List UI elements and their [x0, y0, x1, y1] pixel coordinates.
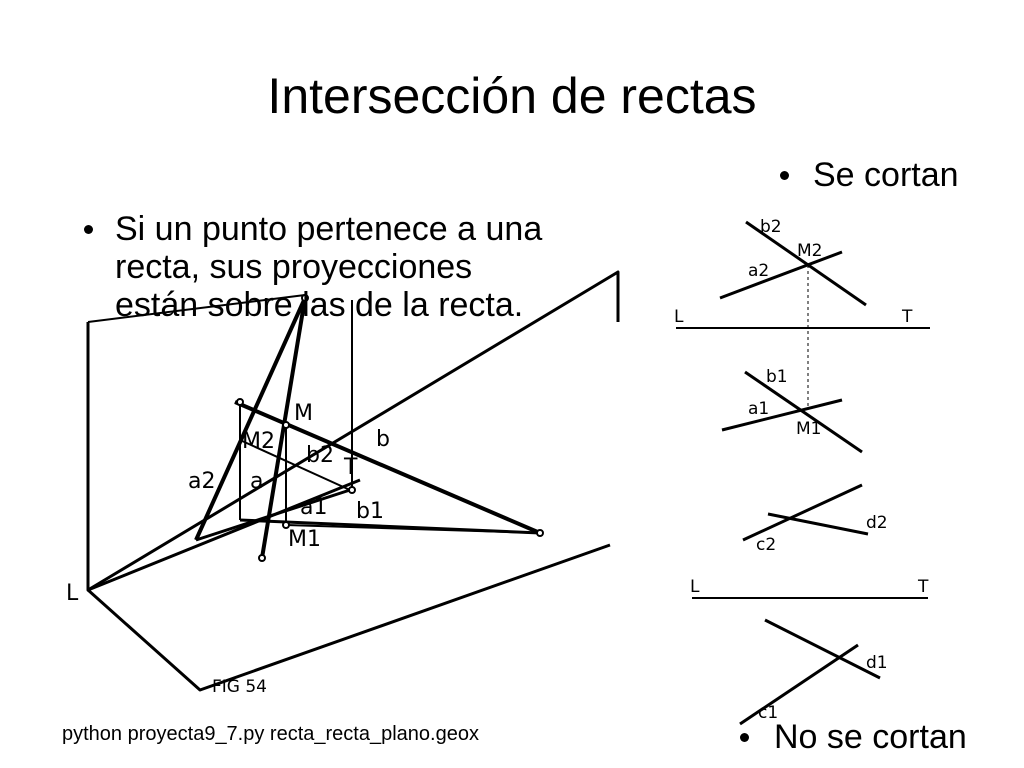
label-t2-view: T — [917, 577, 929, 597]
label-b: b — [376, 427, 390, 452]
point-t — [348, 486, 356, 494]
label-b2: b2 — [306, 443, 334, 468]
label-l: L — [66, 581, 79, 606]
bullet-dot — [780, 171, 789, 180]
line-m1-b1 — [285, 524, 541, 534]
point-bottom — [258, 554, 266, 562]
label-c1-view: c1 — [758, 703, 778, 723]
line-c1-view — [739, 643, 859, 726]
line-a1-view — [721, 398, 843, 432]
bullet-dot — [740, 733, 749, 742]
label-a1: a1 — [300, 495, 327, 520]
folding-line — [87, 478, 361, 592]
bullet-no-se-cortan: No se cortan — [740, 718, 1024, 756]
point-end — [536, 529, 544, 537]
label-d1-view: d1 — [866, 653, 888, 673]
bullet-dot — [84, 225, 93, 234]
label-b1: b1 — [356, 499, 384, 524]
label-l-view: L — [674, 307, 684, 327]
label-a2-view: a2 — [748, 261, 769, 281]
line-m-link — [239, 439, 351, 491]
label-m1: M1 — [288, 527, 321, 552]
label-c2-view: c2 — [756, 535, 776, 555]
bullet-se-cortan: Se cortan — [780, 156, 1010, 194]
point-m2 — [236, 398, 244, 406]
line-a1 — [195, 488, 351, 542]
line-a2-view — [719, 250, 843, 300]
label-b1-view: b1 — [766, 367, 788, 387]
bullet-text: No se cortan — [774, 718, 967, 756]
line-a2 — [194, 297, 307, 541]
bullet-text: Si un punto pertenece a una recta, sus p… — [115, 210, 543, 324]
vertical-plane-top — [87, 294, 306, 323]
label-d2-view: d2 — [866, 513, 888, 533]
label-b2-view: b2 — [760, 217, 782, 237]
label-m: M — [294, 401, 313, 426]
point-m — [282, 421, 290, 429]
point-m1 — [282, 521, 290, 529]
figure-number: FIG 54 — [212, 677, 267, 697]
bullet-text: Se cortan — [813, 156, 959, 194]
line-c2-view — [742, 483, 863, 542]
label-m2-view: M2 — [797, 241, 822, 261]
slide-title: Intersección de rectas — [267, 68, 757, 124]
label-l2-view: L — [690, 577, 700, 597]
label-m2: M2 — [242, 429, 275, 454]
label-a2: a2 — [188, 469, 215, 494]
label-t: T — [343, 455, 358, 480]
label-m1-view: M1 — [796, 419, 821, 439]
line-d2-view — [767, 512, 869, 536]
line-d1-view — [764, 618, 881, 680]
label-t-view: T — [901, 307, 913, 327]
label-a1-view: a1 — [748, 399, 769, 419]
bullet-point-belongs: Si un punto pertenece a una recta, sus p… — [84, 210, 554, 324]
line-b2-view — [745, 220, 867, 307]
point-top — [301, 294, 309, 302]
horizontal-plane-edge — [87, 543, 611, 692]
line-b1-view — [744, 370, 863, 454]
command-caption: python proyecta9_7.py recta_recta_plano.… — [62, 723, 479, 745]
label-a: a — [250, 469, 263, 494]
